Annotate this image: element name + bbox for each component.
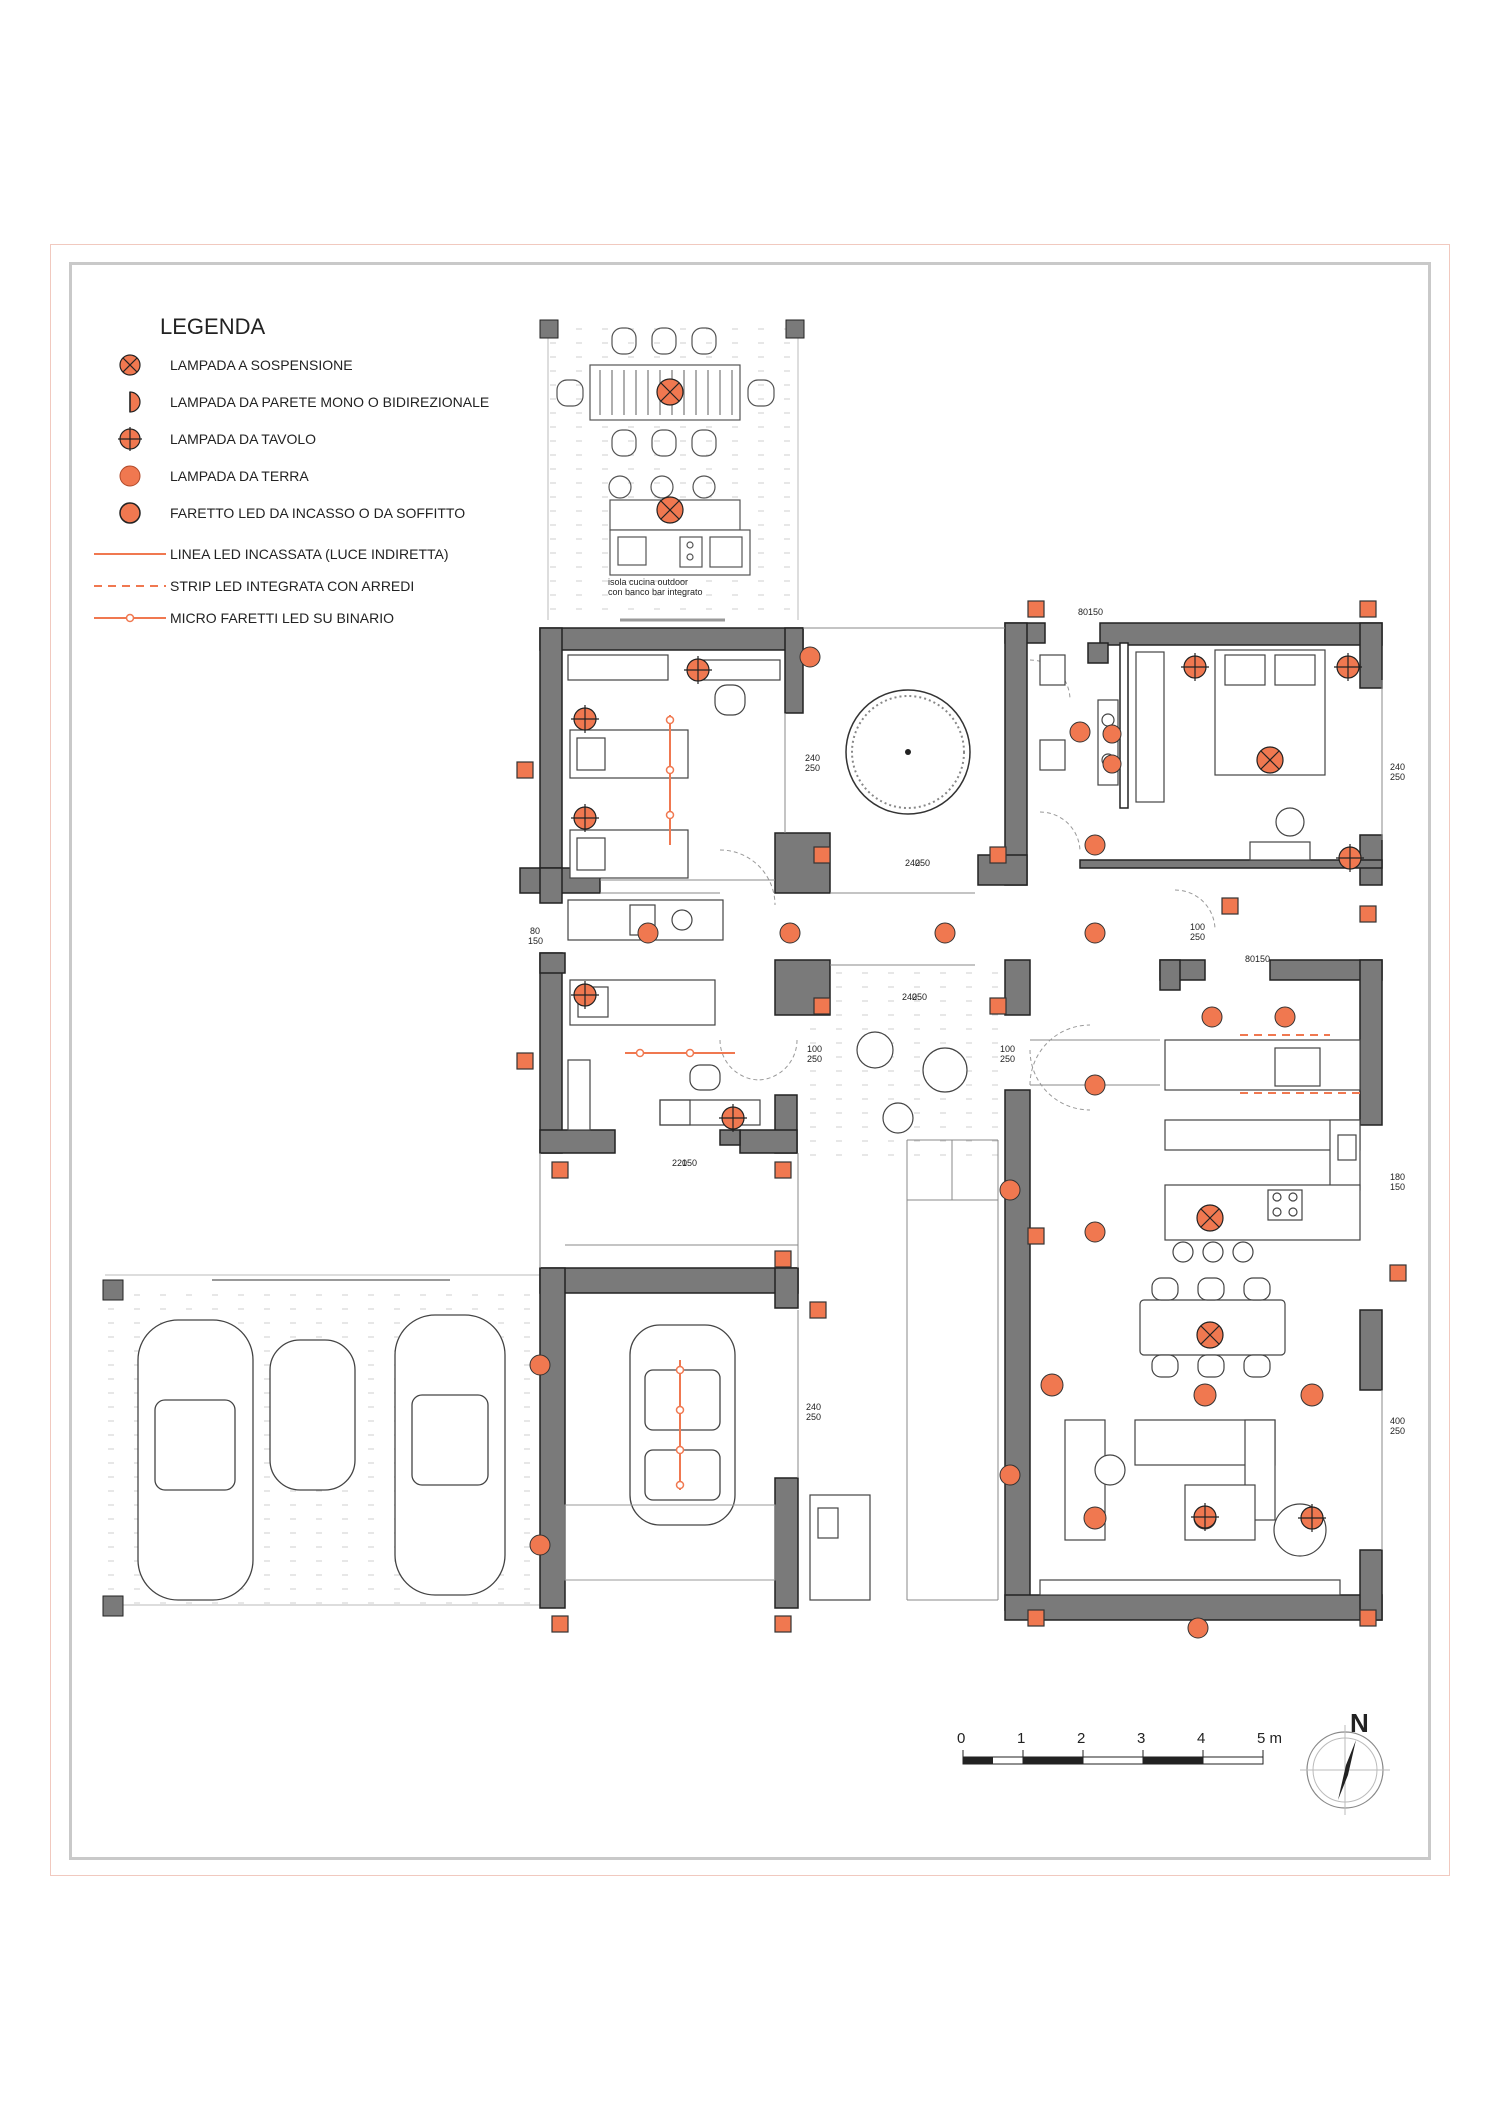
legend-item-led-strip: STRIP LED INTEGRATA CON ARREDI bbox=[90, 574, 414, 598]
scale-label: 4 bbox=[1197, 1730, 1206, 1747]
bedroom1-furniture bbox=[567, 654, 781, 879]
svg-text:400: 400 bbox=[1390, 1416, 1405, 1426]
walls bbox=[519, 622, 1383, 1621]
svg-text:80: 80 bbox=[1078, 607, 1088, 617]
svg-text:240: 240 bbox=[902, 992, 917, 1002]
outdoor-kitchen-note: isola cucina outdoor bbox=[608, 577, 688, 587]
svg-text:250: 250 bbox=[806, 1412, 821, 1422]
carport-cars bbox=[137, 1314, 506, 1601]
recessed-spot-icon bbox=[119, 502, 141, 524]
svg-text:150: 150 bbox=[1255, 954, 1270, 964]
svg-text:80: 80 bbox=[530, 926, 540, 936]
legend-item-spot: FARETTO LED DA INCASSO O DA SOFFITTO bbox=[90, 501, 465, 525]
svg-text:100: 100 bbox=[1000, 1044, 1015, 1054]
svg-text:100: 100 bbox=[807, 1044, 822, 1054]
legend-label: LAMPADA DA PARETE MONO O BIDIREZIONALE bbox=[170, 394, 490, 410]
scale-label: 2 bbox=[1077, 1730, 1086, 1747]
kitchen-units bbox=[1164, 1039, 1361, 1241]
svg-text:150: 150 bbox=[1088, 607, 1103, 617]
svg-text:240: 240 bbox=[805, 753, 820, 763]
svg-text:250: 250 bbox=[912, 992, 927, 1002]
svg-text:240: 240 bbox=[905, 858, 920, 868]
scale-label: 0 bbox=[957, 1730, 966, 1747]
north-label: N bbox=[1350, 1708, 1369, 1738]
legend-label: LAMPADA DA TAVOLO bbox=[170, 431, 317, 447]
legend-label: LAMPADA DA TERRA bbox=[170, 468, 309, 484]
scale-bar bbox=[962, 1750, 1264, 1765]
legend-title: LEGENDA bbox=[160, 314, 266, 339]
bedroom2-furniture bbox=[567, 979, 761, 1131]
pendant-lamp-markers bbox=[656, 378, 1284, 1349]
lounge-chairs bbox=[856, 1031, 968, 1134]
outer-frame bbox=[50, 244, 1450, 1876]
svg-text:250: 250 bbox=[1190, 932, 1205, 942]
legend-label: MICRO FARETTI LED SU BINARIO bbox=[170, 610, 395, 626]
led-strip-dashed-icon bbox=[94, 585, 166, 587]
legend-label: FARETTO LED DA INCASSO O DA SOFFITTO bbox=[170, 505, 466, 521]
svg-text:150: 150 bbox=[682, 1158, 697, 1168]
svg-text:250: 250 bbox=[915, 858, 930, 868]
svg-text:220: 220 bbox=[672, 1158, 687, 1168]
table-lamp-markers bbox=[571, 653, 1364, 1532]
scale-label: 1 bbox=[1017, 1730, 1026, 1747]
svg-text:250: 250 bbox=[807, 1054, 822, 1064]
legend-item-led-line: LINEA LED INCASSATA (LUCE INDIRETTA) bbox=[90, 542, 449, 566]
scale-label: 3 bbox=[1137, 1730, 1146, 1747]
legend-label: LAMPADA A SOSPENSIONE bbox=[170, 357, 353, 373]
table-lamp-icon bbox=[118, 427, 142, 451]
master-bathroom-fixtures bbox=[1039, 654, 1119, 786]
svg-text:80: 80 bbox=[1245, 954, 1255, 964]
legend-item-wall: LAMPADA DA PARETE MONO O BIDIREZIONALE bbox=[90, 390, 489, 414]
svg-text:240: 240 bbox=[806, 1402, 821, 1412]
svg-text:150: 150 bbox=[1390, 1182, 1405, 1192]
svg-text:250: 250 bbox=[1390, 772, 1405, 782]
living-room-furniture bbox=[1039, 1419, 1341, 1596]
circular-garden bbox=[845, 689, 971, 815]
scale-label: 5 m bbox=[1257, 1730, 1283, 1747]
master-bedroom-furniture bbox=[1135, 649, 1326, 861]
garage-car bbox=[629, 1324, 736, 1526]
legend-label: STRIP LED INTEGRATA CON ARREDI bbox=[170, 578, 415, 594]
svg-text:100: 100 bbox=[1190, 922, 1205, 932]
legend-item-track: MICRO FARETTI LED SU BINARIO bbox=[90, 606, 394, 630]
svg-text:240: 240 bbox=[1390, 762, 1405, 772]
legend-item-pendant: LAMPADA A SOSPENSIONE bbox=[90, 353, 353, 377]
legend-label: LINEA LED INCASSATA (LUCE INDIRETTA) bbox=[170, 546, 449, 562]
track-spot-icon bbox=[94, 613, 166, 623]
wall-lamp-icon bbox=[129, 391, 141, 413]
inner-frame bbox=[69, 262, 1431, 1860]
outdoor-kitchen-note: con banco bar integrato bbox=[608, 587, 703, 597]
north-arrow-icon bbox=[1300, 1725, 1390, 1815]
svg-text:250: 250 bbox=[1390, 1426, 1405, 1436]
svg-text:180: 180 bbox=[1390, 1172, 1405, 1182]
pendant-lamp-icon bbox=[119, 354, 141, 376]
led-line-icon bbox=[94, 553, 166, 555]
svg-text:150: 150 bbox=[528, 936, 543, 946]
floor-lamp-icon bbox=[119, 465, 141, 487]
legend-item-table: LAMPADA DA TAVOLO bbox=[90, 427, 316, 451]
legend-item-floor: LAMPADA DA TERRA bbox=[90, 464, 309, 488]
wall-lamp-markers bbox=[516, 600, 1407, 1633]
svg-text:250: 250 bbox=[805, 763, 820, 773]
svg-text:250: 250 bbox=[1000, 1054, 1015, 1064]
